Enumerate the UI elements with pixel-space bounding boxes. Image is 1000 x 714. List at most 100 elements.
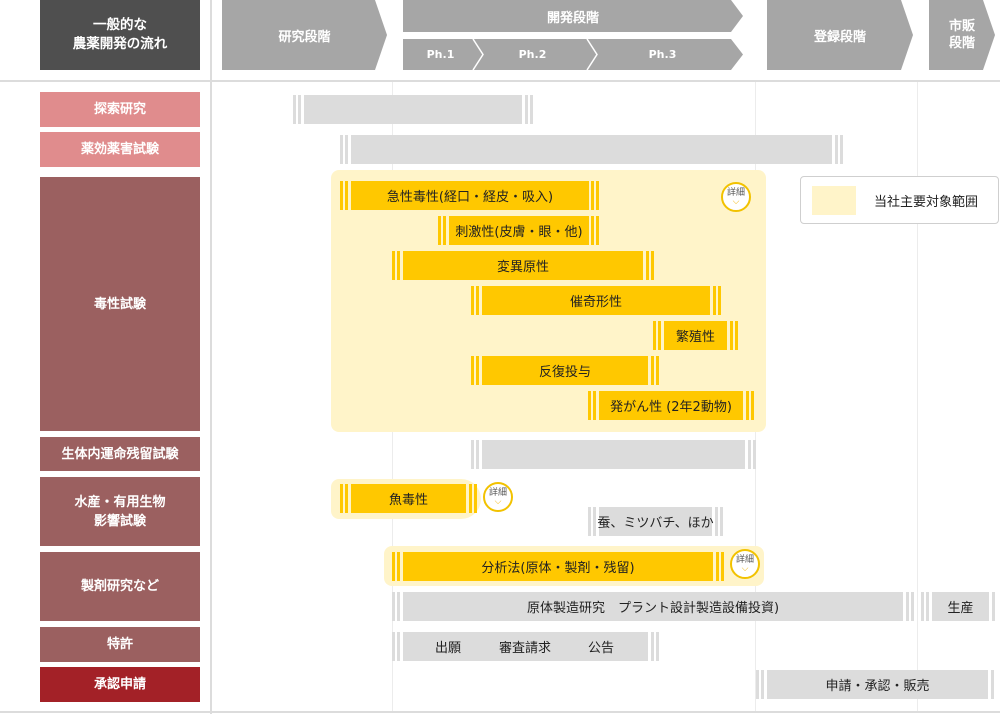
bar-edge: [345, 135, 348, 164]
bar-patent: [403, 632, 648, 661]
bar-edge: [469, 484, 472, 513]
bar-edge: [835, 135, 838, 164]
bar-edge: [293, 95, 296, 124]
bar-edge: [591, 181, 594, 210]
row-label-efficacy: 薬効薬害試験: [40, 132, 200, 167]
bar-manufacturing: 原体製造研究 プラント設計製造設備投資): [403, 592, 903, 621]
bar-exploration: [304, 95, 522, 124]
bar-edge: [298, 95, 301, 124]
bar-edge: [735, 321, 738, 350]
phase-development-label: 開発段階: [546, 10, 599, 26]
bar-production: 生産: [932, 592, 989, 621]
bar-edge: [753, 440, 756, 469]
bar-repeated-dose: 反復投与: [482, 356, 648, 385]
bar-edge: [653, 321, 656, 350]
bar-edge: [471, 440, 474, 469]
bar-carcinogenicity: 発がん性 (2年2動物): [599, 391, 743, 420]
phase-market-label-2: 段階: [948, 36, 975, 51]
bar-edge: [596, 216, 599, 245]
row-label-metabolism: 生体内運命残留試験: [40, 437, 200, 471]
patent-filing-label: 出願: [434, 641, 461, 656]
bar-edge: [397, 552, 400, 581]
bar-efficacy: [351, 135, 832, 164]
legend: 当社主要対象範囲: [800, 176, 999, 224]
subphase-3-label: Ph.3: [648, 48, 677, 61]
bar-edge: [658, 321, 661, 350]
detail-button-label: 詳細: [488, 488, 507, 498]
detail-button-label: 詳細: [726, 188, 745, 198]
row-label-aquatic-line1: 水産・有用生物: [74, 494, 166, 510]
bar-edge: [921, 592, 924, 621]
bar-irritation: 刺激性(皮膚・眼・他): [449, 216, 589, 245]
bar-edge: [340, 484, 343, 513]
row-label-exploration: 探索研究: [40, 92, 200, 127]
bar-edge: [716, 552, 719, 581]
bar-fish-toxicity: 魚毒性: [351, 484, 466, 513]
bar-edge: [713, 286, 716, 315]
bar-edge: [646, 251, 649, 280]
row-label-aquatic-line2: 影響試験: [93, 513, 146, 529]
bar-edge: [591, 216, 594, 245]
bar-edge: [730, 321, 733, 350]
row-label-formulation: 製剤研究など: [40, 552, 200, 621]
bar-edge: [474, 484, 477, 513]
bar-edge: [756, 670, 759, 699]
row-label-patent: 特許: [40, 627, 200, 662]
bar-reproduction: 繁殖性: [664, 321, 727, 350]
phase-research-label: 研究段階: [278, 29, 331, 45]
phase-research: 研究段階: [222, 0, 387, 70]
bar-edge: [397, 251, 400, 280]
bar-edge: [593, 507, 596, 536]
bar-edge: [588, 507, 591, 536]
bar-silkworm-bee: 蚕、ミツバチ、ほか: [597, 507, 714, 536]
bar-teratogenicity: 催奇形性: [482, 286, 710, 315]
detail-button-analysis[interactable]: 詳細 ⌵: [730, 549, 760, 579]
bar-edge: [596, 181, 599, 210]
bar-edge: [748, 440, 751, 469]
detail-button-fish[interactable]: 詳細 ⌵: [483, 482, 513, 512]
bar-edge: [471, 356, 474, 385]
bar-edge: [525, 95, 528, 124]
bar-edge: [840, 135, 843, 164]
bar-edge: [392, 592, 395, 621]
bar-analysis: 分析法(原体・製剤・残留): [403, 552, 713, 581]
legend-label: 当社主要対象範囲: [873, 195, 978, 210]
bar-edge: [588, 391, 591, 420]
bar-edge: [392, 251, 395, 280]
chevron-down-icon: ⌵: [732, 197, 740, 207]
bottom-divider: [0, 711, 1000, 713]
bar-edge: [718, 286, 721, 315]
phase-development: 開発段階: [403, 0, 743, 32]
chart-title: 一般的な 農薬開発の流れ: [40, 0, 200, 70]
bar-edge: [476, 440, 479, 469]
bar-edge: [992, 592, 995, 621]
bar-edge: [751, 391, 754, 420]
chevron-down-icon: ⌵: [494, 497, 502, 507]
bar-edge: [651, 632, 654, 661]
phase-market-label-1: 市販: [948, 19, 975, 34]
bar-edge: [926, 592, 929, 621]
bar-mutagenicity: 変異原性: [403, 251, 643, 280]
detail-button-toxicity[interactable]: 詳細 ⌵: [721, 182, 751, 212]
subphase-3: Ph.3: [595, 39, 730, 70]
phase-registration-label: 登録段階: [813, 29, 866, 45]
row-label-toxicity: 毒性試験: [40, 177, 200, 431]
bar-edge: [991, 670, 994, 699]
bar-edge: [476, 286, 479, 315]
bar-edge: [530, 95, 533, 124]
bar-edge: [593, 391, 596, 420]
bar-edge: [720, 507, 723, 536]
legend-swatch: [812, 186, 856, 215]
subphase-strip: [403, 39, 743, 70]
bar-edge: [761, 670, 764, 699]
subphase-separators: [472, 39, 598, 70]
bar-edge: [911, 592, 914, 621]
bar-edge: [906, 592, 909, 621]
bar-edge: [476, 356, 479, 385]
chart-title-line1: 一般的な: [93, 17, 147, 33]
chevron-down-icon: ⌵: [741, 564, 749, 574]
chart-title-line2: 農薬開発の流れ: [72, 36, 168, 52]
bar-metabolism: [482, 440, 745, 469]
header-divider: [0, 80, 1000, 82]
bar-edge: [340, 135, 343, 164]
